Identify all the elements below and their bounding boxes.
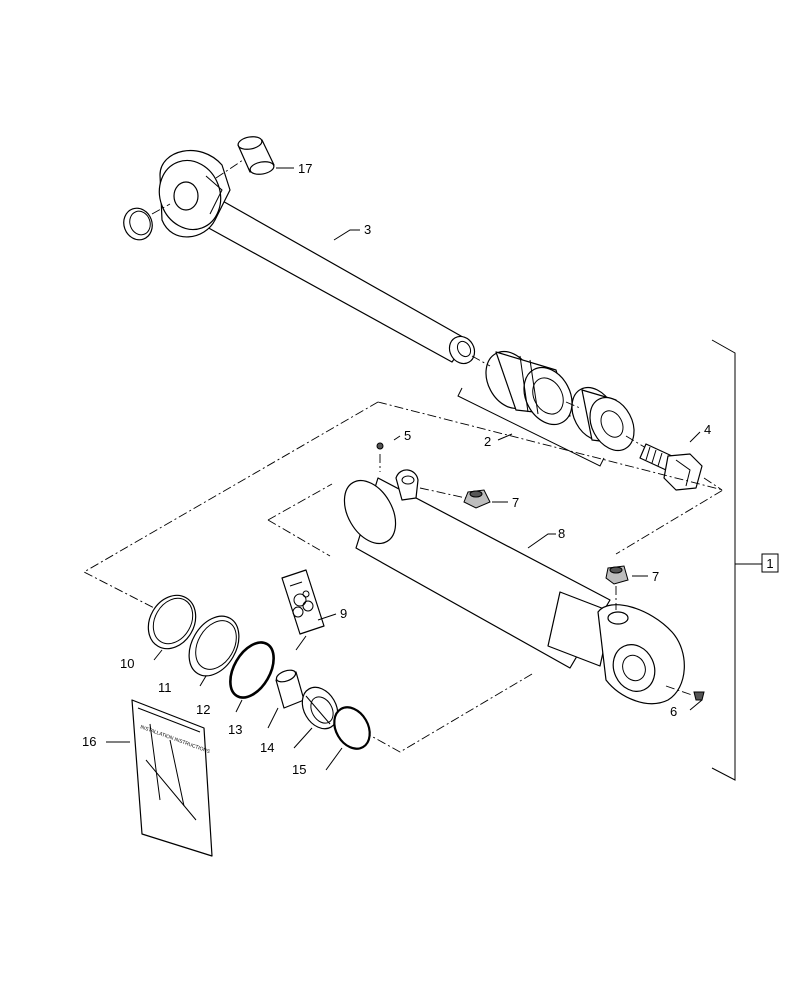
callout-4: 4: [704, 422, 711, 437]
piston-seal: [571, 386, 635, 452]
callout-7a: 7: [512, 495, 519, 510]
bushing: [237, 136, 275, 175]
callout-17: 17: [298, 161, 312, 176]
callout-9: 9: [340, 606, 347, 621]
instruction-manual: INSTALLATION INSTRUCTIONS: [131, 699, 213, 857]
o-ring: [229, 641, 275, 699]
piston: [485, 350, 573, 426]
sleeve: [275, 669, 305, 709]
callout-13: 13: [228, 722, 242, 737]
wiper-ring: [147, 594, 197, 650]
callout-1: 1: [766, 556, 773, 571]
callout-3: 3: [364, 222, 371, 237]
port-plug-lower: [605, 565, 629, 585]
callout-2: 2: [484, 434, 491, 449]
callout-7b: 7: [652, 569, 659, 584]
bolt: [639, 443, 703, 491]
callout-10: 10: [120, 656, 134, 671]
grease-fitting-top: [376, 442, 384, 450]
callout-6: 6: [670, 704, 677, 719]
port-plug-upper: [463, 489, 491, 509]
seal-kit-bag: [281, 569, 325, 635]
callout-16: 16: [82, 734, 96, 749]
cylinder-barrel: [343, 469, 685, 705]
snap-ring: [333, 706, 371, 750]
head-ring: [188, 615, 240, 677]
rod-eye-ring: [123, 207, 153, 241]
piston-rod: [158, 149, 476, 365]
callout-5: 5: [404, 428, 411, 443]
callout-11: 11: [158, 680, 172, 695]
callout-15: 15: [292, 762, 306, 777]
callout-8: 8: [558, 526, 565, 541]
assembly-bracket: 1: [711, 339, 779, 781]
callout-12: 12: [196, 702, 210, 717]
grease-fitting-bottom: [693, 691, 705, 701]
callout-14: 14: [260, 740, 274, 755]
leader-lines: [106, 167, 703, 771]
rod-seal: [301, 686, 339, 730]
